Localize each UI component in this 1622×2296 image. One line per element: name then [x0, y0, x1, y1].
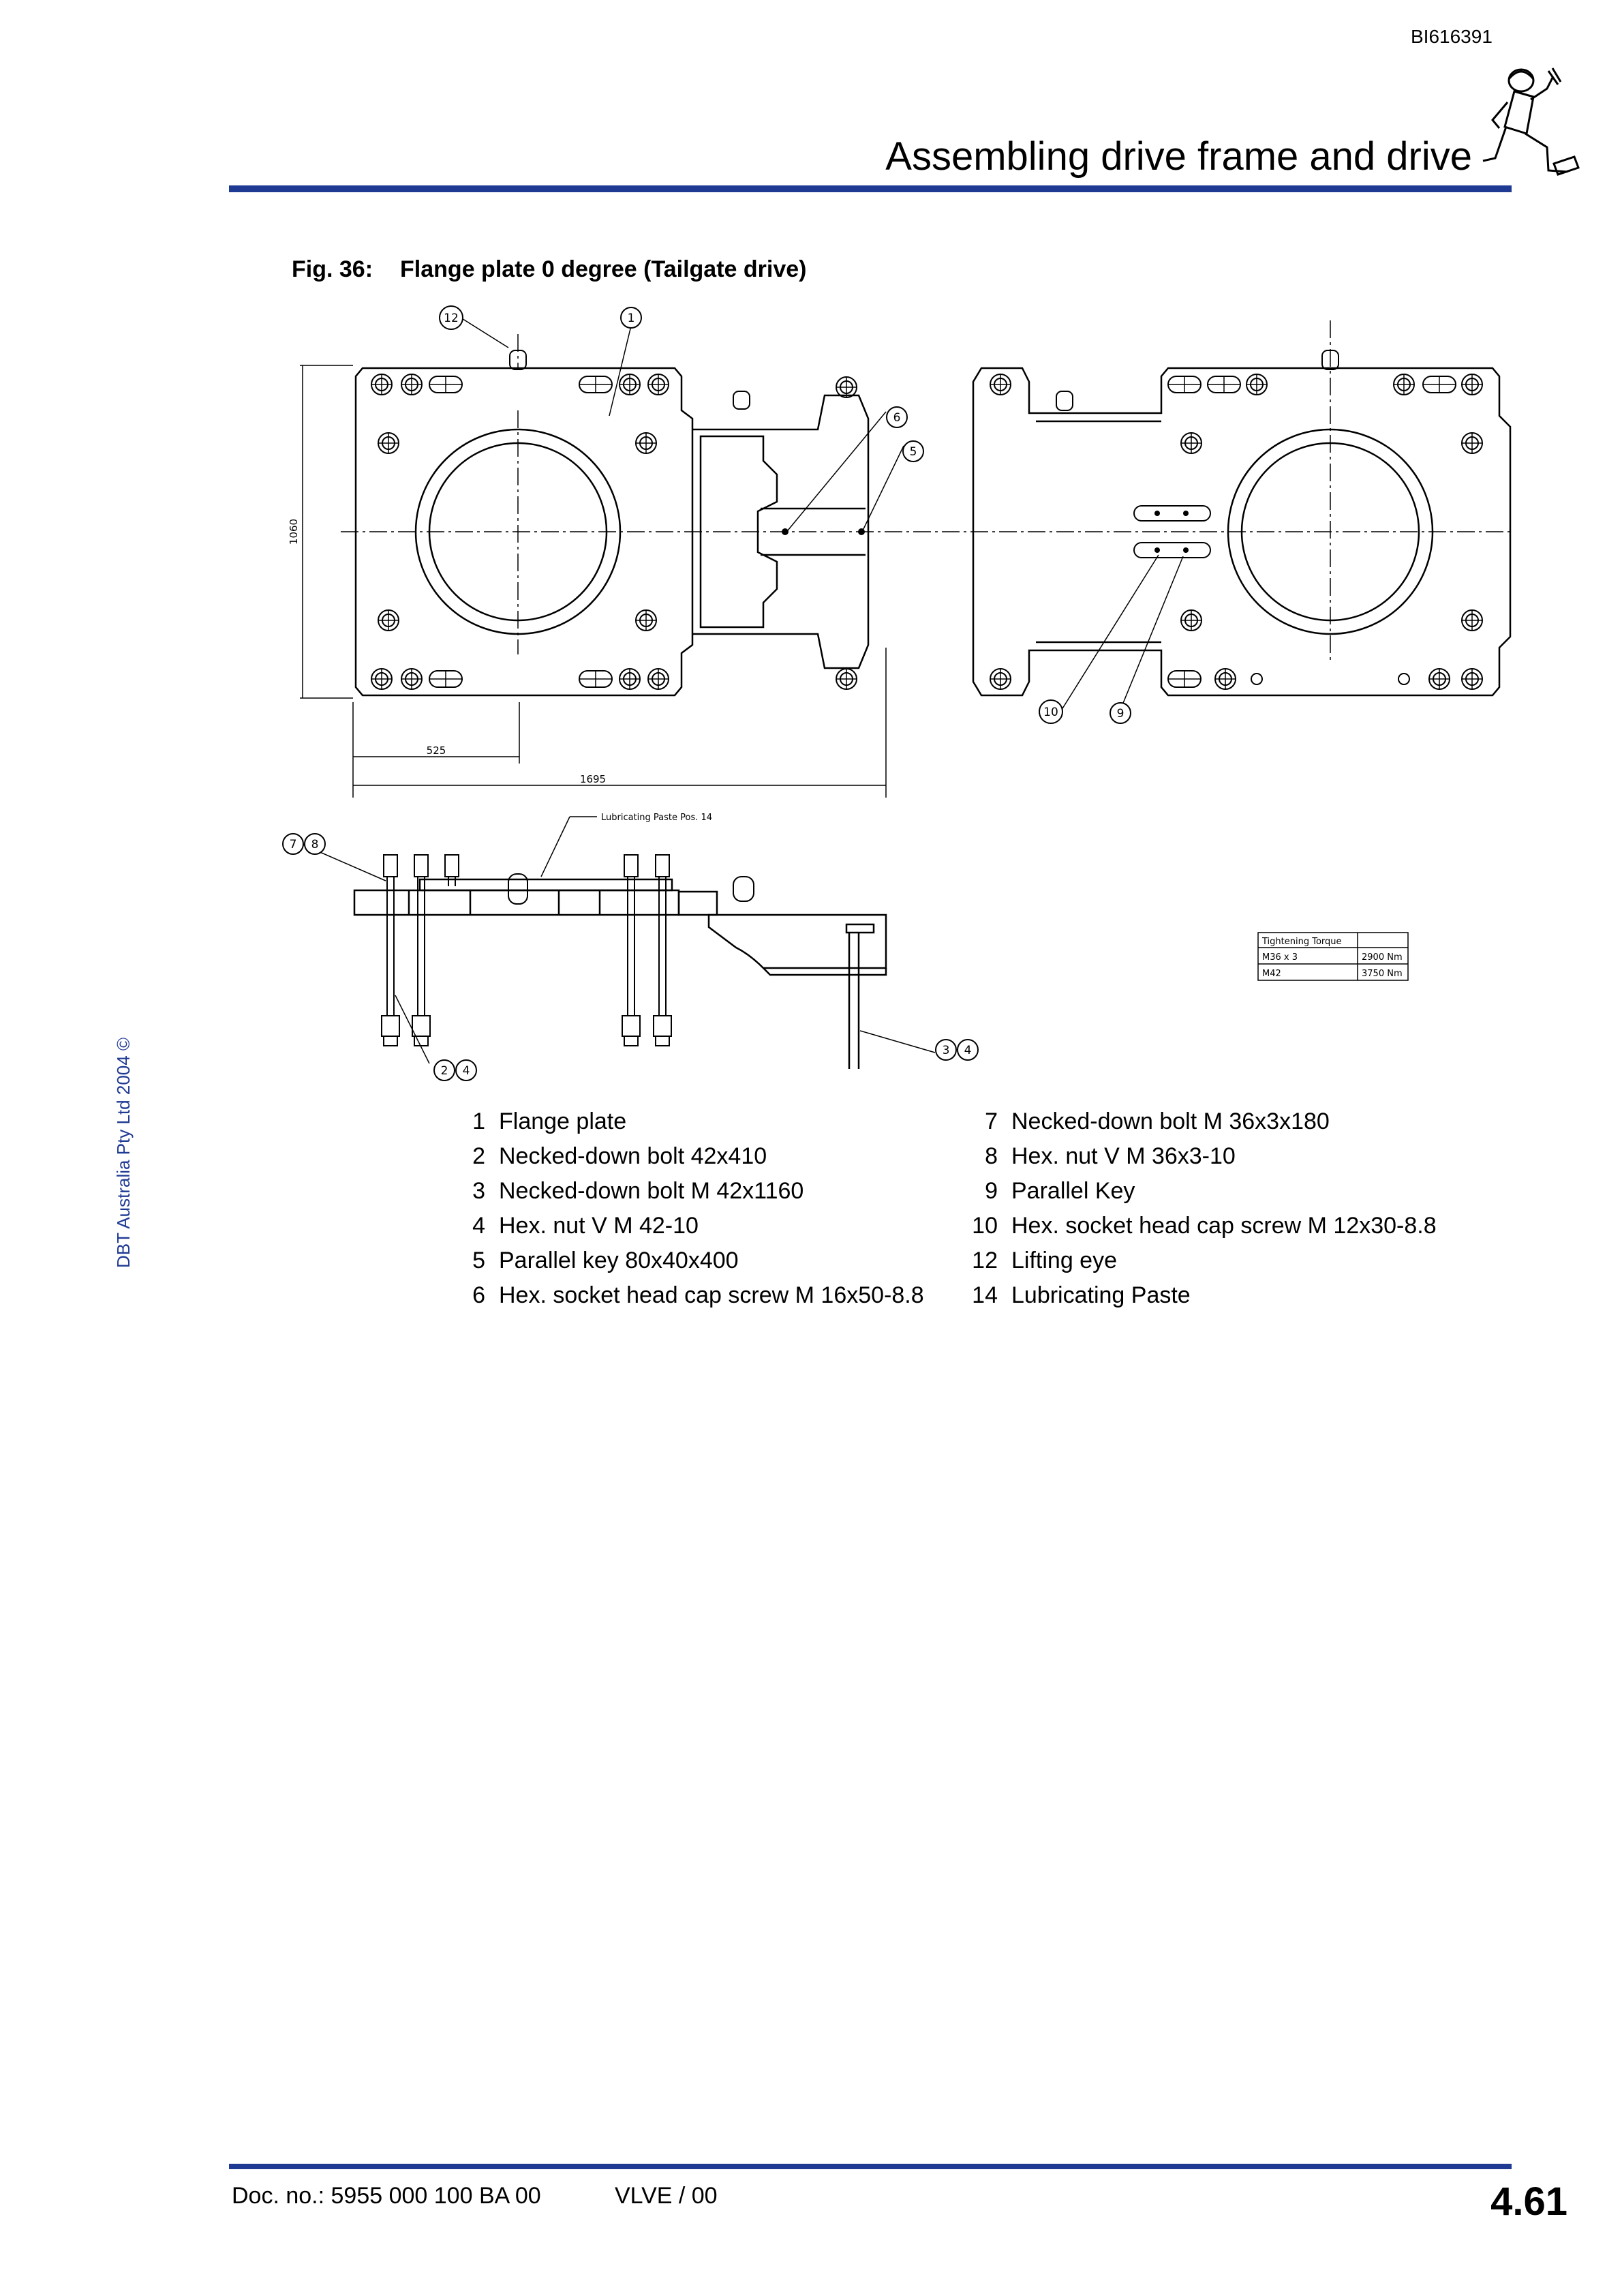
part-number: 12	[972, 1248, 998, 1273]
callout-12: 12	[444, 312, 459, 325]
list-item: 4 Hex. nut V M 42-10	[458, 1209, 924, 1243]
part-number: 6	[472, 1282, 485, 1308]
right-view-fasteners	[990, 350, 1483, 690]
callout-1: 1	[628, 312, 635, 325]
callout-9: 9	[1117, 707, 1124, 721]
part-number: 4	[472, 1213, 485, 1239]
leader-lubricating-paste-arrow	[540, 816, 570, 877]
part-description: Hex. nut V M 42-10	[499, 1213, 699, 1239]
part-number: 14	[972, 1282, 998, 1308]
callout-7: 7	[290, 838, 297, 851]
list-item: 1 Flange plate	[458, 1104, 924, 1139]
part-description: Hex. socket head cap screw M 12x30-8.8	[1011, 1213, 1437, 1239]
parts-list-left: 1 Flange plate 2 Necked-down bolt 42x410 3…	[458, 1104, 924, 1313]
torque-row-2-value: 3750 Nm	[1362, 969, 1403, 979]
page-title: Assembling drive frame and drive	[885, 134, 1472, 179]
copyright-text: DBT Australia Pty Ltd 2004 ©	[113, 1037, 134, 1268]
footer-rule	[229, 2164, 1512, 2169]
list-item: 14 Lubricating Paste	[966, 1278, 1437, 1313]
list-item: 5 Parallel key 80x40x400	[458, 1243, 924, 1278]
torque-row-2-size: M42	[1262, 969, 1281, 979]
torque-row-1-size: M36 x 3	[1262, 952, 1298, 963]
part-description: Parallel Key	[1011, 1178, 1135, 1204]
side-view-bolts	[381, 854, 754, 1046]
dimension-length: 1695	[580, 773, 606, 785]
part-number: 5	[472, 1248, 485, 1273]
list-item: 10 Hex. socket head cap screw M 12x30-8.8	[966, 1209, 1437, 1243]
document-number: Doc. no.: 5955 000 100 BA 00	[232, 2183, 541, 2209]
page-number: 4.61	[1490, 2179, 1567, 2224]
list-item: 12 Lifting eye	[966, 1243, 1437, 1278]
list-item: 2 Necked-down bolt 42x410	[458, 1139, 924, 1174]
lubricating-paste-annotation: Lubricating Paste Pos. 14	[601, 813, 712, 823]
document-reference: BI616391	[1411, 26, 1493, 47]
callout-4-lower-left: 4	[463, 1064, 470, 1078]
list-item: 3 Necked-down bolt M 42x1160	[458, 1174, 924, 1209]
dimension-lines	[300, 365, 887, 798]
part-number: 9	[985, 1178, 998, 1204]
part-description: Parallel key 80x40x400	[499, 1248, 739, 1273]
side-section-view	[353, 878, 887, 1069]
part-number: 2	[472, 1143, 485, 1169]
parts-list-right: 7 Necked-down bolt M 36x3x180 8 Hex. nut V…	[966, 1104, 1437, 1313]
worker-kneeling-icon	[1482, 67, 1580, 176]
callout-4-lower-right: 4	[964, 1044, 972, 1057]
callout-5: 5	[910, 445, 917, 459]
part-number: 10	[972, 1213, 998, 1239]
part-description: Necked-down bolt M 36x3x180	[1011, 1108, 1330, 1134]
callout-bubbles	[282, 305, 1131, 1081]
part-number: 3	[472, 1178, 485, 1204]
callout-2: 2	[441, 1064, 448, 1078]
dimension-offset: 525	[427, 744, 446, 757]
callout-6: 6	[893, 411, 901, 425]
part-description: Hex. socket head cap screw M 16x50-8.8	[499, 1282, 924, 1308]
torque-row-1-value: 2900 Nm	[1362, 952, 1403, 963]
list-item: 8 Hex. nut V M 36x3-10	[966, 1139, 1437, 1174]
callout-3: 3	[943, 1044, 950, 1057]
list-item: 7 Necked-down bolt M 36x3x180	[966, 1104, 1437, 1139]
part-description: Flange plate	[499, 1108, 627, 1134]
figure-title: Flange plate 0 degree (Tailgate drive)	[400, 256, 807, 282]
center-lines	[341, 320, 1513, 661]
list-item: 9 Parallel Key	[966, 1174, 1437, 1209]
callout-leaders	[301, 317, 1184, 1064]
callout-8: 8	[311, 838, 319, 851]
document-version: VLVE / 00	[615, 2183, 718, 2209]
part-number: 1	[472, 1108, 485, 1134]
torque-table: Tightening Torque M36 x 3 2900 Nm M42 37…	[1257, 932, 1409, 981]
dimension-height: 1060	[288, 519, 300, 545]
part-description: Lubricating Paste	[1011, 1282, 1191, 1308]
figure-number: Fig. 36:	[292, 256, 373, 282]
torque-table-header: Tightening Torque	[1261, 937, 1342, 947]
part-description: Necked-down bolt 42x410	[499, 1143, 767, 1169]
header-rule	[229, 185, 1512, 192]
part-number: 8	[985, 1143, 998, 1169]
list-item: 6 Hex. socket head cap screw M 16x50-8.8	[458, 1278, 924, 1313]
part-description: Lifting eye	[1011, 1248, 1117, 1273]
part-description: Hex. nut V M 36x3-10	[1011, 1143, 1236, 1169]
callout-10: 10	[1043, 706, 1058, 719]
part-number: 7	[985, 1108, 998, 1134]
technical-drawing: 1060 525 1695	[282, 305, 1513, 1081]
figure-caption: Fig. 36: Flange plate 0 degree (Tailgate …	[292, 256, 806, 283]
part-description: Necked-down bolt M 42x1160	[499, 1178, 804, 1204]
left-view-fasteners	[371, 350, 865, 690]
